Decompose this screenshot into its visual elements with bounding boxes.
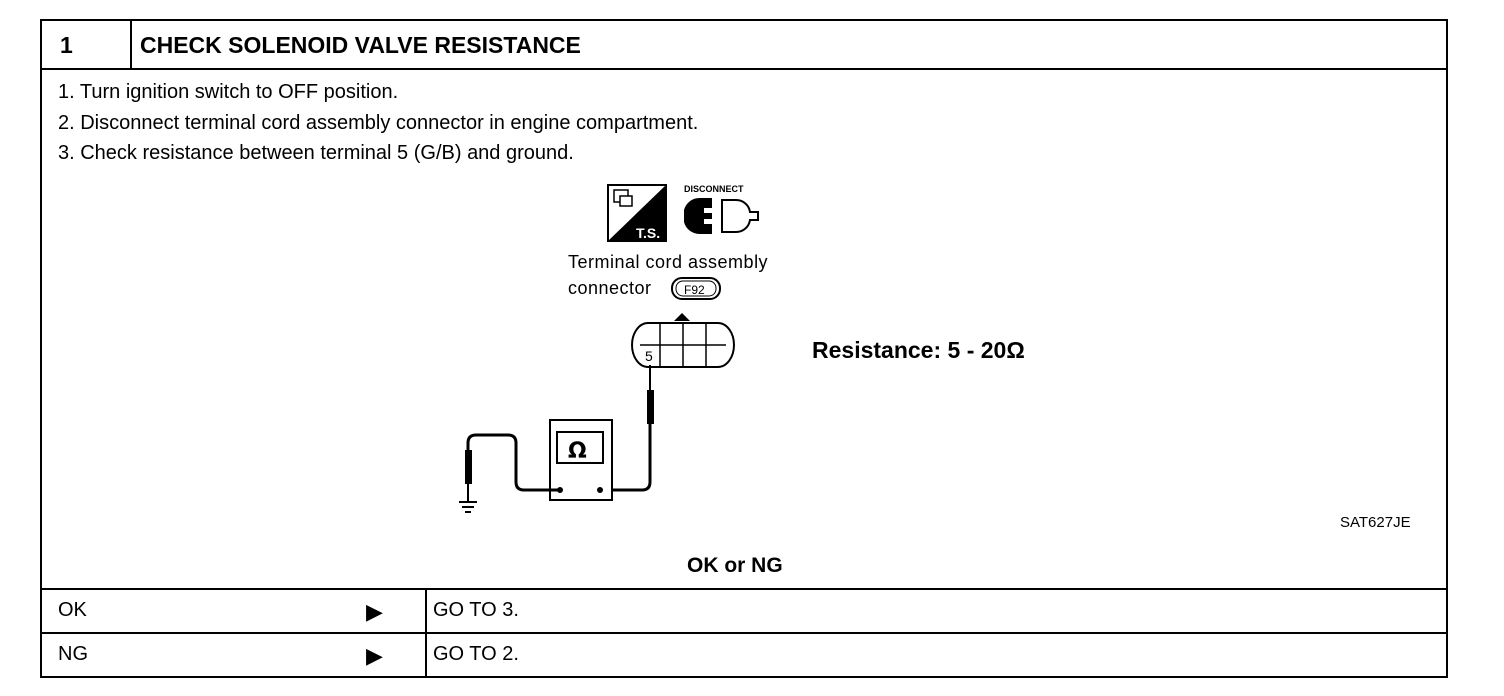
ohm-symbol: Ω	[568, 439, 587, 464]
step-title: CHECK SOLENOID VALVE RESISTANCE	[140, 32, 581, 58]
procedure-step-1: 1. Turn ignition switch to OFF position.	[58, 81, 399, 103]
probe-ground	[465, 433, 560, 502]
terminal-number: 5	[645, 348, 653, 364]
connector-icon: 5	[631, 313, 735, 368]
header-bottom-rule	[42, 68, 1446, 70]
ng-condition: NG	[58, 643, 88, 665]
result-divider	[425, 588, 427, 678]
connector-code-badge: F92	[671, 277, 721, 300]
result-top-rule	[42, 588, 1446, 590]
procedure-step-3: 3. Check resistance between terminal 5 (…	[58, 142, 574, 164]
ok-action: GO TO 3.	[433, 599, 519, 621]
ok-or-ng-question: OK or NG	[687, 554, 783, 577]
ng-action: GO TO 2.	[433, 643, 519, 665]
figure-id: SAT627JE	[1340, 514, 1411, 531]
probe-positive	[600, 365, 654, 492]
ts-badge-icon: T.S.	[607, 184, 667, 242]
header-divider	[130, 21, 132, 68]
connector-label-line1: Terminal cord assembly	[568, 252, 768, 272]
connector-code: F92	[684, 283, 705, 297]
ok-condition: OK	[58, 599, 87, 621]
connector-label-line2: connector	[568, 278, 652, 298]
disconnect-label: DISCONNECT	[684, 184, 744, 194]
diagnostic-table: 1 CHECK SOLENOID VALVE RESISTANCE 1. Tur…	[40, 19, 1448, 678]
disconnect-icon: DISCONNECT	[684, 184, 759, 235]
procedure-step-2: 2. Disconnect terminal cord assembly con…	[58, 112, 699, 134]
ground-icon	[459, 501, 477, 513]
ok-arrow-icon: ▶	[366, 599, 383, 624]
ts-label: T.S.	[636, 225, 660, 241]
ohmmeter-icon: Ω	[549, 419, 613, 501]
result-middle-rule	[42, 632, 1446, 634]
resistance-spec: Resistance: 5 - 20Ω	[812, 337, 1025, 363]
step-number: 1	[60, 32, 73, 58]
ng-arrow-icon: ▶	[366, 643, 383, 668]
